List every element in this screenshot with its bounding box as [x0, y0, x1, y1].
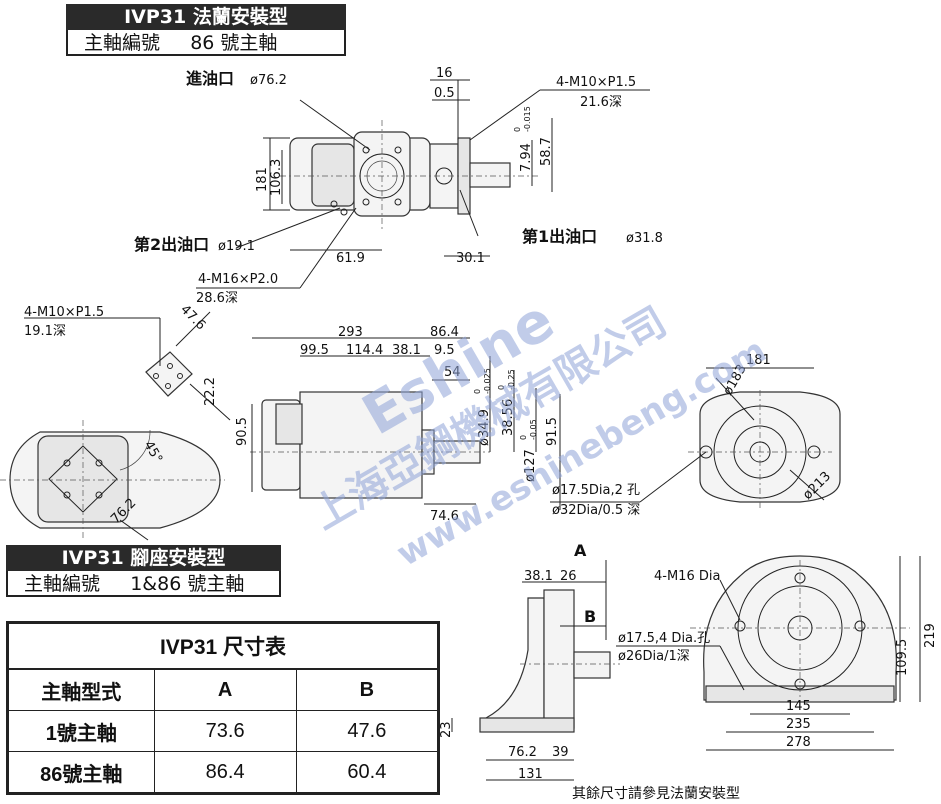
dim-34-9-tol-bot: -0.025	[483, 368, 492, 394]
foot-dim-235: 235	[786, 717, 811, 732]
table-cell: 47.6	[295, 710, 440, 752]
outlet2-dia: ø19.1	[218, 239, 255, 254]
foot-label-a: A	[574, 541, 587, 560]
table-cell: 86.4	[153, 751, 297, 794]
thread-m16: 4-M16×P2.0	[198, 272, 278, 287]
dim-106-3: 106.3	[269, 159, 284, 196]
dim-74-6: 74.6	[430, 509, 459, 524]
table-cell: 1號主軸	[7, 710, 155, 752]
inlet-dia: ø76.2	[250, 73, 287, 88]
thread-m16-depth: 28.6深	[196, 291, 238, 306]
dim-90-5: 90.5	[235, 417, 250, 446]
foot-dim-26: 26	[560, 569, 577, 584]
thread-m10: 4-M10×P1.5	[556, 75, 636, 90]
foot-hole1: ø17.5,4 Dia.孔	[618, 631, 710, 646]
foot-dim-39: 39	[552, 745, 569, 760]
side-thread-depth: 19.1深	[24, 324, 66, 339]
outlet1-dia: ø31.8	[626, 231, 663, 246]
end-view: 181 ø183 ø213 ø17.5Dia,2 孔 ø32Dia/0.5 深	[550, 353, 841, 518]
dim-0-5: 0.5	[434, 86, 455, 101]
end-dim-181: 181	[746, 353, 771, 368]
table-header-b: B	[295, 668, 440, 711]
foot-dim-219: 219	[923, 623, 938, 648]
table-cell: 86號主軸	[7, 751, 155, 794]
foot-section-title: IVP31 腳座安裝型	[6, 545, 281, 571]
dim-22-2: 22.2	[203, 377, 218, 406]
table-header-shaft: 主軸型式	[7, 668, 155, 711]
end-hole-note2: ø32Dia/0.5 深	[552, 503, 640, 518]
dim-293: 293	[338, 325, 363, 340]
dim-58-7: 58.7	[539, 137, 554, 166]
foot-front-view: 4-M16 Dia ø17.5,4 Dia.孔 ø26Dia/1深 219 10…	[616, 555, 938, 751]
foot-hole2: ø26Dia/1深	[618, 649, 690, 664]
dim-61-9: 61.9	[336, 251, 365, 266]
dim-38-56: 38.56	[501, 399, 516, 436]
foot-dim-23: 23	[439, 721, 454, 738]
table-cell: 73.6	[153, 710, 297, 752]
foot-side-view: A B 38.1 26 23 76.2 39 131	[439, 541, 620, 782]
flange-top-view: 進油口 ø76.2 第2出油口 ø19.1 第1出油口 ø31.8 4-M10×…	[134, 66, 663, 306]
side-elevation: 293 86.4 99.5 114.4 38.1 9.5 54 90.5 ø34…	[235, 325, 561, 524]
table-header-a: A	[153, 668, 297, 711]
dimension-table: IVP31 尺寸表 主軸型式 A B 1號主軸 73.6 47.6 86號主軸 …	[6, 621, 440, 795]
dim-30-1: 30.1	[456, 251, 485, 266]
flange-section-subtitle: 主軸編號 86 號主軸	[66, 30, 346, 56]
foot-dim-109-5: 109.5	[895, 639, 910, 676]
foot-dim-278: 278	[786, 735, 811, 750]
dim-114-4: 114.4	[346, 343, 383, 358]
outlet1-label: 第1出油口	[522, 227, 597, 246]
dim-181-top: 181	[255, 167, 270, 192]
flange-section-title: IVP31 法蘭安裝型	[66, 4, 346, 30]
table-row: 86號主軸 86.4 60.4	[7, 751, 440, 794]
dim-127: ø127	[523, 449, 538, 482]
side-thread: 4-M10×P1.5	[24, 305, 104, 320]
dim-86-4: 86.4	[430, 325, 459, 340]
dim-91-5: 91.5	[545, 417, 560, 446]
dim-38-1: 38.1	[392, 343, 421, 358]
end-hole-note1: ø17.5Dia,2 孔	[552, 483, 640, 498]
dim-7-94-tol-top: 0	[513, 127, 522, 132]
dim-127-tol-top: 0	[519, 435, 528, 440]
thread-m10-depth: 21.6深	[580, 95, 622, 110]
outlet2-label: 第2出油口	[134, 235, 209, 254]
dim-7-94: 7.94	[519, 143, 534, 172]
flange-face-view: 4-M10×P1.5 19.1深 47.6 22.2 45° 76.2	[0, 302, 231, 541]
dim-7-94-tol-bot: -0.015	[523, 106, 532, 132]
foot-label-b: B	[584, 607, 596, 626]
foot-thread: 4-M16 Dia	[654, 569, 720, 584]
dim-38-56-tol-top: 0	[497, 385, 506, 390]
foot-dim-76-2: 76.2	[508, 745, 537, 760]
foot-dim-145: 145	[786, 699, 811, 714]
dim-38-56-tol-bot: -0.25	[507, 369, 516, 390]
foot-section-subtitle: 主軸編號 1&86 號主軸	[6, 571, 281, 597]
dim-127-tol-bot: -0.05	[529, 419, 538, 440]
dim-34-9: ø34.9	[477, 409, 492, 446]
table-caption: IVP31 尺寸表	[7, 622, 439, 670]
table-cell: 60.4	[295, 751, 440, 794]
foot-dim-131: 131	[518, 767, 543, 782]
dim-99-5: 99.5	[300, 343, 329, 358]
dim-54: 54	[444, 365, 461, 380]
inlet-label: 進油口	[186, 69, 234, 88]
dim-9-5: 9.5	[434, 343, 455, 358]
foot-note: 其餘尺寸請參見法蘭安裝型	[572, 785, 740, 802]
table-row: 1號主軸 73.6 47.6	[7, 710, 440, 752]
dim-16: 16	[436, 66, 453, 81]
dim-34-9-tol-top: 0	[473, 389, 482, 394]
foot-dim-38-1: 38.1	[524, 569, 553, 584]
